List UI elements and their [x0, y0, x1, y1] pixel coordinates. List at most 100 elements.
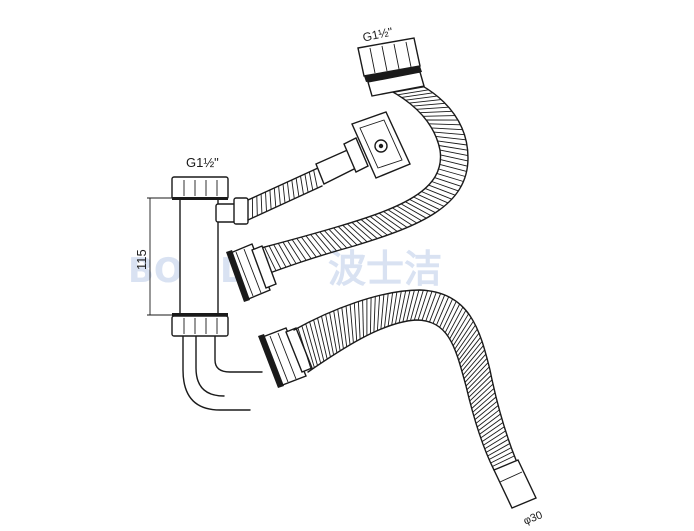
hose-rib	[487, 443, 511, 457]
hose-rib	[392, 207, 418, 224]
hose-rib	[264, 246, 277, 271]
hose-rib	[413, 196, 440, 211]
hose-rib	[256, 195, 258, 216]
hose-rib	[282, 183, 286, 204]
hose-rib	[333, 310, 341, 351]
hose-rib	[457, 328, 478, 357]
hose-rib	[384, 293, 389, 328]
hose-rib	[405, 201, 432, 216]
hose-rib	[374, 214, 398, 232]
hose-rib	[337, 309, 344, 349]
middle-hose-nut	[226, 243, 277, 302]
hose-rib	[459, 337, 481, 365]
hose-rib	[488, 447, 512, 460]
hose-rib	[324, 230, 343, 250]
hose-rib	[313, 169, 318, 189]
hose-rib	[412, 102, 446, 107]
hose-rib	[447, 306, 464, 336]
hose-rib	[438, 168, 466, 177]
hose-rib	[419, 110, 453, 114]
hose-rib	[452, 317, 472, 346]
hose-rib	[409, 198, 436, 214]
hose-rib	[401, 92, 434, 98]
outlet-diameter-label: φ30	[522, 509, 544, 527]
hose-rib	[413, 290, 424, 321]
hose-rib	[376, 295, 381, 331]
hose-rib	[480, 422, 504, 439]
hose-rib	[300, 175, 304, 195]
hose-rib	[476, 409, 500, 428]
hose-rib	[431, 181, 459, 192]
side-stub	[215, 197, 249, 225]
hose-rib	[439, 298, 454, 328]
hose-rib	[483, 430, 506, 446]
hose-rib	[479, 417, 503, 435]
hose-rib	[437, 140, 467, 146]
hose-rib	[397, 89, 429, 96]
hose-rib	[461, 345, 484, 372]
hose-rib	[308, 171, 314, 191]
hose-rib	[440, 154, 468, 162]
hose-rib	[273, 244, 287, 268]
thread-label-left: G1½"	[186, 155, 219, 170]
hose-rib	[373, 296, 376, 333]
hose-rib	[454, 320, 474, 350]
hose-rib	[383, 211, 408, 228]
hose-rib	[310, 234, 327, 255]
hose-rib	[409, 99, 442, 104]
hose-rib	[325, 314, 335, 355]
hose-rib	[309, 321, 322, 364]
hose-rib	[321, 316, 331, 357]
hose-rib	[455, 324, 476, 354]
thread-label-right: G1½"	[361, 25, 394, 45]
hose-rib	[410, 289, 420, 321]
hose-rib	[301, 236, 317, 258]
hose-rib	[485, 438, 509, 453]
hose-rib	[416, 106, 449, 110]
vertical-body-pipe	[179, 195, 263, 411]
hose-rib	[387, 209, 413, 226]
hose-rib	[394, 291, 402, 324]
hose-rib	[474, 400, 498, 420]
hose-rib	[405, 95, 438, 101]
hose-rib	[297, 327, 312, 370]
hose-rib	[369, 216, 393, 234]
hose-rib	[423, 115, 456, 117]
hose-rib	[428, 123, 461, 126]
hose-rib	[444, 303, 461, 333]
hose-rib	[473, 396, 497, 417]
hose-rib	[313, 319, 325, 362]
hose-rib	[277, 243, 292, 266]
hose-rib	[469, 379, 493, 402]
hose-rib	[269, 189, 272, 210]
hose-rib	[429, 293, 442, 323]
hose-rib	[295, 177, 300, 197]
watermark-chinese: 波士洁	[328, 247, 442, 291]
hose-rib	[345, 305, 351, 345]
hose-rib	[387, 292, 394, 327]
hose-rib	[432, 294, 446, 324]
hose-rib	[440, 159, 468, 167]
hose-rib	[484, 434, 508, 450]
hose-rib	[380, 294, 385, 330]
hose-rib	[391, 291, 398, 326]
hose-rib	[291, 239, 307, 261]
hose-rib	[333, 227, 353, 247]
height-dimension: 115	[134, 197, 186, 316]
hose-rib	[296, 238, 312, 259]
hose-rib	[305, 323, 318, 366]
hose-rib	[428, 184, 456, 196]
hose-rib	[360, 219, 383, 238]
hose-rib	[356, 220, 378, 239]
watermark: BOSIDE 波士洁	[128, 247, 442, 291]
hose-rib	[341, 307, 348, 347]
hose-rib	[291, 179, 295, 199]
hose-rib	[435, 135, 466, 141]
hose-rib	[425, 292, 437, 322]
lower-body-nut	[171, 313, 229, 337]
hose-rib	[475, 405, 499, 424]
hose-rib	[369, 297, 372, 334]
hose-rib	[492, 455, 515, 467]
hose-rib	[268, 245, 282, 270]
hose-rib	[438, 145, 468, 151]
